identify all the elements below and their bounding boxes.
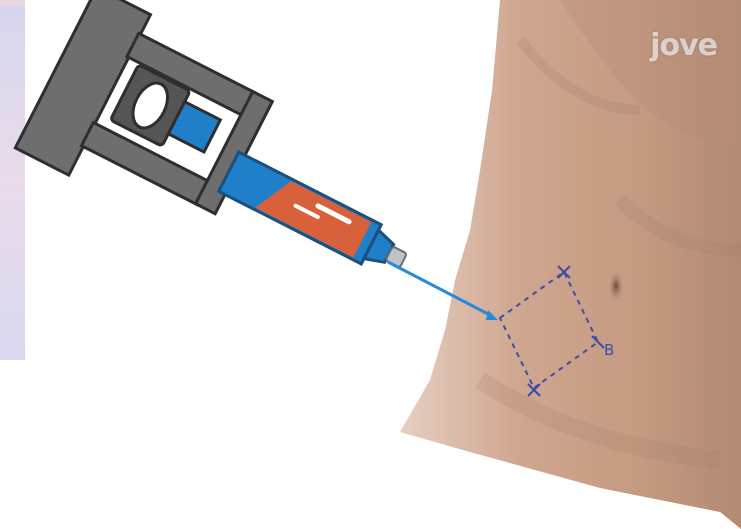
navel <box>609 272 623 300</box>
jove-watermark-logo: jove <box>650 28 717 63</box>
injection-site-label: B <box>604 341 614 359</box>
